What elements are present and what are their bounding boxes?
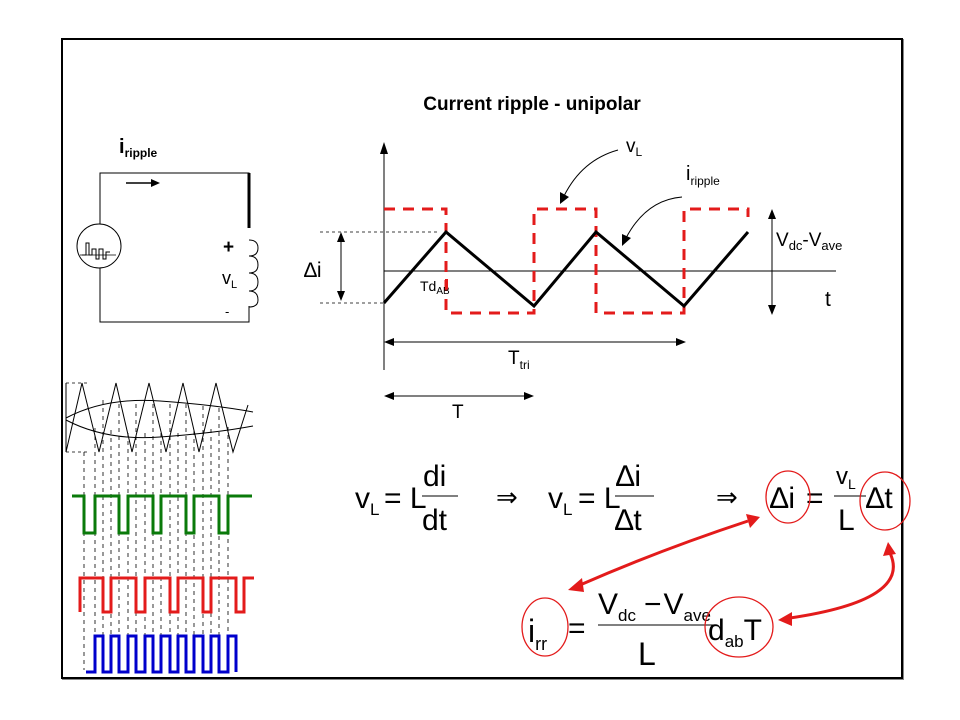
t-period-arrow bbox=[384, 392, 534, 400]
equation-2: vL = L ∆i ∆t bbox=[548, 460, 654, 537]
t-period-label: T bbox=[452, 402, 464, 423]
i-ripple-waveform bbox=[382, 229, 750, 309]
implies-arrow-2: ⇒ bbox=[716, 482, 738, 512]
t-tri-arrow bbox=[384, 338, 686, 346]
equation-4: irr = Vdc−Vave L dabT bbox=[528, 588, 762, 672]
svg-text:vL: vL bbox=[355, 482, 379, 519]
slide-frame bbox=[61, 38, 903, 679]
highlight-circle-delta-i bbox=[765, 470, 811, 524]
circuit-vl-label: vL bbox=[222, 268, 237, 291]
td-ab-label: TdAB bbox=[420, 278, 450, 297]
svg-text:=: = bbox=[806, 482, 824, 515]
circuit-diagram: iripple + vL - bbox=[76, 136, 259, 323]
vdc-vave-label: Vdc-Vave bbox=[776, 230, 842, 253]
slide-title: Current ripple - unipolar bbox=[423, 94, 641, 115]
delta-i-label: ∆i bbox=[304, 259, 322, 282]
equation-1: vL = L di dt bbox=[355, 460, 458, 537]
svg-text:∆t: ∆t bbox=[866, 482, 893, 515]
circuit-minus-label: - bbox=[225, 304, 229, 319]
svg-text:dabT: dabT bbox=[708, 614, 762, 651]
svg-text:L: L bbox=[638, 636, 656, 672]
svg-text:dt: dt bbox=[422, 504, 448, 537]
i-ripple-label: iripple bbox=[686, 163, 720, 188]
t-tri-label: Ttri bbox=[508, 348, 530, 372]
relation-arrow-di-irr bbox=[568, 514, 760, 592]
circuit-i-ripple-label: iripple bbox=[119, 136, 158, 160]
svg-text:L: L bbox=[838, 504, 855, 537]
pwm-leg-a-waveform bbox=[72, 494, 252, 535]
pwm-output-waveform bbox=[86, 634, 238, 674]
svg-text:∆i: ∆i bbox=[616, 460, 641, 493]
delta-i-arrow bbox=[337, 232, 345, 301]
voltage-source-icon bbox=[76, 223, 122, 269]
t-axis-label: t bbox=[825, 288, 831, 311]
vl-waveform bbox=[384, 207, 750, 315]
svg-text:vL: vL bbox=[836, 463, 856, 492]
svg-text:vL: vL bbox=[548, 482, 572, 519]
vl-label: vL bbox=[626, 136, 643, 159]
svg-text:∆i: ∆i bbox=[770, 482, 795, 515]
implies-arrow-1: ⇒ bbox=[496, 482, 518, 512]
ripple-waveform-plot: ∆i TdAB vL iripple Vdc-Vave t bbox=[304, 136, 842, 423]
vdc-vave-arrow bbox=[768, 209, 776, 315]
svg-text:Vdc−Vave: Vdc−Vave bbox=[598, 588, 711, 625]
i-ripple-pointer-arrow bbox=[625, 196, 683, 239]
highlight-circle-delta-t bbox=[859, 471, 911, 531]
pwm-comparison-diagram bbox=[65, 382, 254, 674]
relation-arrow-dt-dabt bbox=[778, 542, 896, 626]
circuit-plus-label: + bbox=[223, 237, 234, 258]
inductor-icon bbox=[248, 239, 259, 308]
highlight-circle-irr bbox=[521, 597, 569, 657]
vl-pointer-arrow bbox=[563, 149, 619, 197]
svg-text:=: = bbox=[568, 612, 586, 645]
svg-text:∆t: ∆t bbox=[615, 504, 642, 537]
svg-text:= L: = L bbox=[578, 482, 621, 515]
current-arrow bbox=[126, 179, 160, 187]
svg-text:= L: = L bbox=[384, 482, 427, 515]
circuit-wire bbox=[99, 172, 250, 230]
svg-text:irr: irr bbox=[528, 613, 547, 654]
svg-text:di: di bbox=[423, 460, 446, 493]
highlight-circle-dab-t bbox=[704, 596, 774, 658]
circuit-wire bbox=[99, 262, 250, 323]
pwm-leg-b-waveform bbox=[78, 576, 254, 614]
